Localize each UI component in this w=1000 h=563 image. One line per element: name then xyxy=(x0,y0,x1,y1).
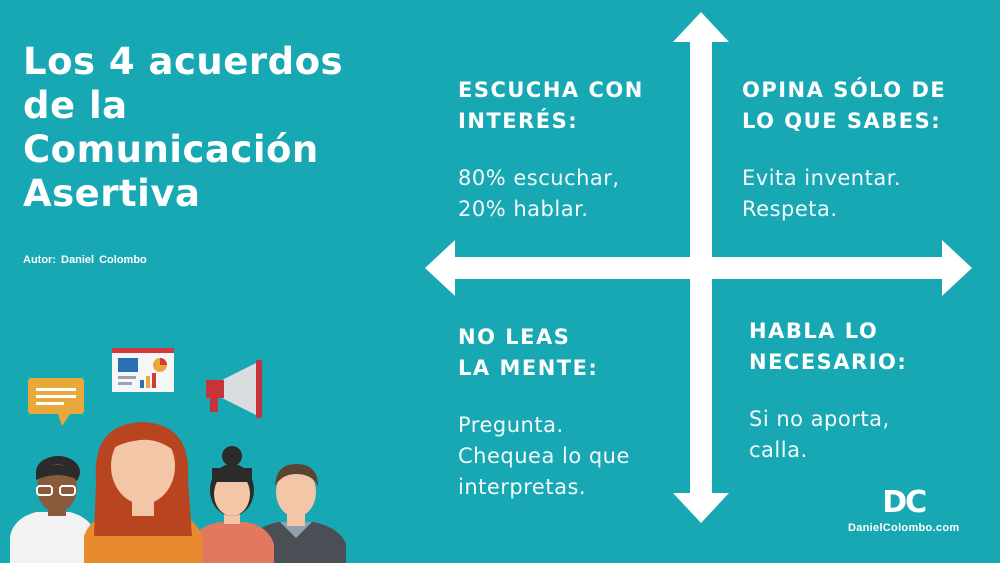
person-glasses xyxy=(10,456,96,563)
title-line-1: Los 4 acuerdos xyxy=(23,40,344,83)
quadrant-heading: NO LEAS LA MENTE: xyxy=(458,322,630,384)
quadrant-no-leas: NO LEAS LA MENTE: Pregunta. Chequea lo q… xyxy=(458,322,630,503)
body-line: Respeta. xyxy=(742,197,838,221)
quadrant-heading: OPINA SÓLO DE LO QUE SABES: xyxy=(742,75,946,137)
logo-url[interactable]: DanielColombo.com xyxy=(848,522,960,534)
body-line: 20% hablar. xyxy=(458,197,589,221)
speech-bubble-icon xyxy=(28,378,84,426)
body-line: interpretas. xyxy=(458,475,587,499)
people-group-illustration xyxy=(10,348,346,563)
heading-line: LA MENTE: xyxy=(458,356,599,380)
megaphone-icon xyxy=(206,360,262,418)
arrow-head-down xyxy=(673,493,729,523)
quadrant-body: 80% escuchar, 20% hablar. xyxy=(458,163,644,225)
chart-board-icon xyxy=(112,348,174,392)
quadrant-escucha: ESCUCHA CON INTERÉS: 80% escuchar, 20% h… xyxy=(458,75,644,225)
title-line-4: Asertiva xyxy=(23,172,201,215)
quadrant-habla: HABLA LO NECESARIO: Si no aporta, calla. xyxy=(749,316,907,466)
page-title: Los 4 acuerdos de la Comunicación Aserti… xyxy=(23,40,383,216)
quadrant-body: Pregunta. Chequea lo que interpretas. xyxy=(458,410,630,503)
quadrant-body: Evita inventar. Respeta. xyxy=(742,163,946,225)
body-line: Pregunta. xyxy=(458,413,564,437)
heading-line: HABLA LO xyxy=(749,319,879,343)
person-bun xyxy=(190,446,274,563)
horizontal-arrow-shaft xyxy=(452,257,948,279)
person-redhead xyxy=(84,422,202,563)
brand-logo[interactable]: DC DanielColombo.com xyxy=(848,485,960,535)
body-line: Si no aporta, xyxy=(749,407,890,431)
body-line: Chequea lo que xyxy=(458,444,630,468)
quadrant-opina: OPINA SÓLO DE LO QUE SABES: Evita invent… xyxy=(742,75,946,225)
body-line: calla. xyxy=(749,438,808,462)
author-credit: Autor: Daniel Colombo xyxy=(23,254,147,266)
arrow-head-up xyxy=(673,12,729,42)
heading-line: NO LEAS xyxy=(458,325,571,349)
body-line: Evita inventar. xyxy=(742,166,902,190)
heading-line: INTERÉS: xyxy=(458,109,579,133)
quadrant-heading: HABLA LO NECESARIO: xyxy=(749,316,907,378)
heading-line: NECESARIO: xyxy=(749,350,908,374)
heading-line: LO QUE SABES: xyxy=(742,109,942,133)
heading-line: ESCUCHA CON xyxy=(458,78,644,102)
heading-line: OPINA SÓLO DE xyxy=(742,78,947,102)
quadrant-body: Si no aporta, calla. xyxy=(749,404,907,466)
arrow-head-left xyxy=(425,240,455,296)
body-line: 80% escuchar, xyxy=(458,166,620,190)
logo-mark: DC xyxy=(882,485,927,520)
quadrant-heading: ESCUCHA CON INTERÉS: xyxy=(458,75,644,137)
arrow-head-right xyxy=(942,240,972,296)
title-line-2: de la xyxy=(23,84,128,127)
title-line-3: Comunicación xyxy=(23,128,319,171)
